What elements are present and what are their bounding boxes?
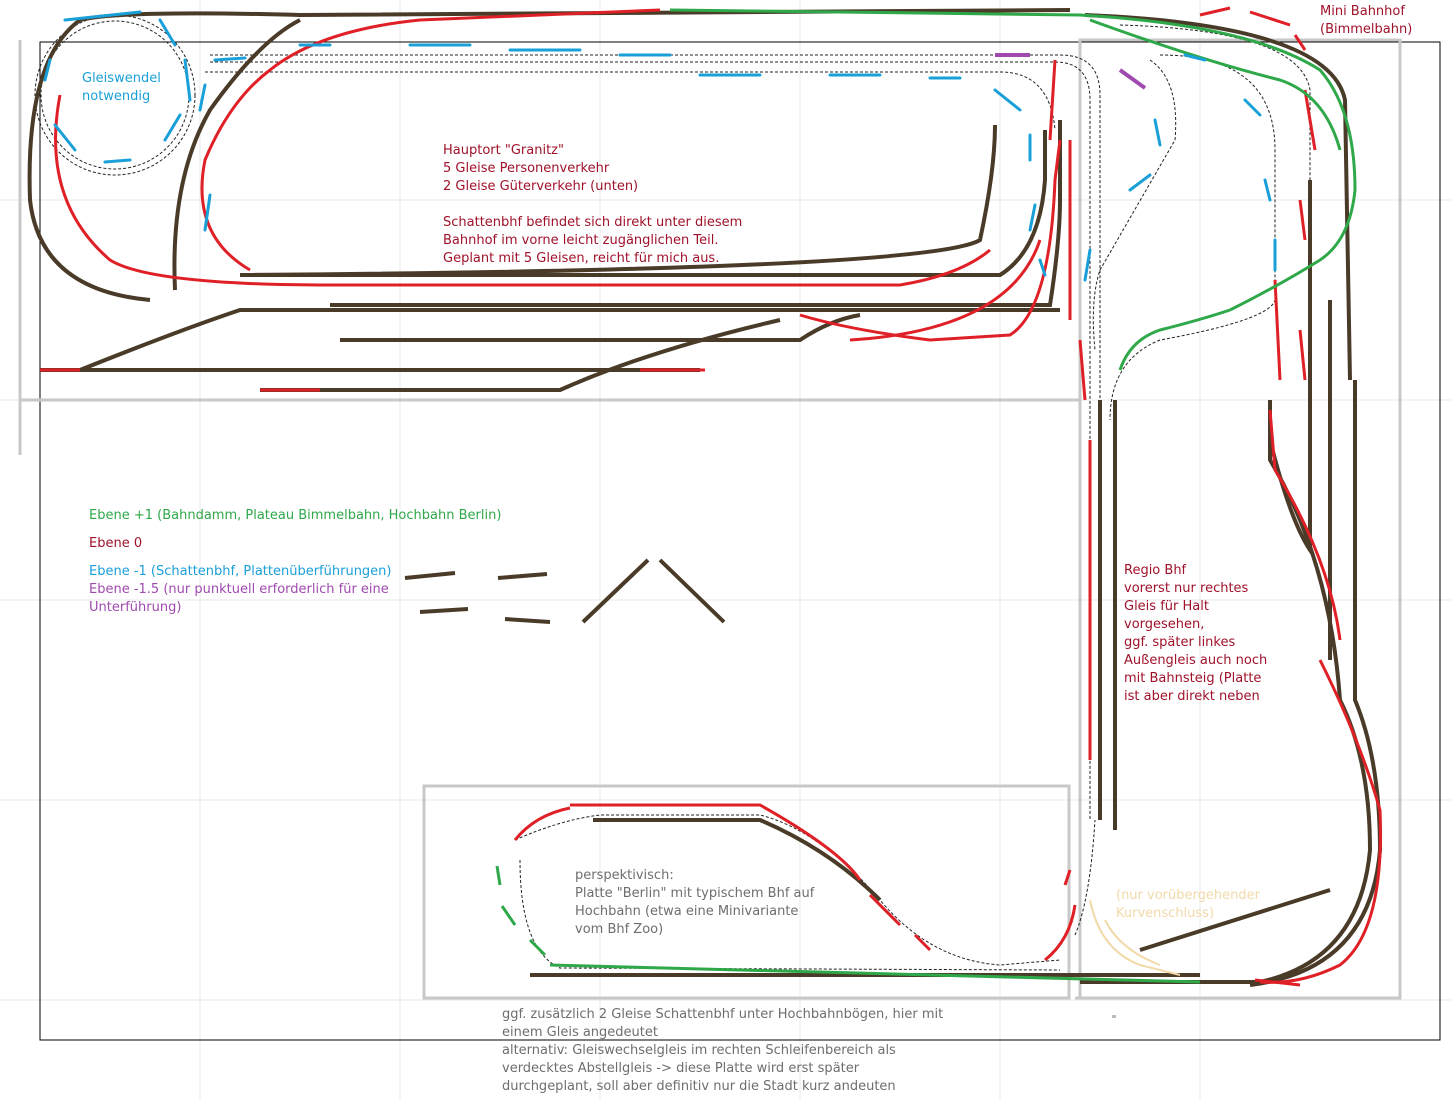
bottom-note-line-5: durchgeplant, soll aber definitiv nur di… <box>502 1079 896 1094</box>
gleiswendel-line-2: notwendig <box>82 89 151 104</box>
kurvenschluss-line-1: (nur vorübergehender <box>1116 888 1260 903</box>
gleiswendel-line-1: Gleiswendel <box>82 71 161 86</box>
bottom-note-line-4: verdecktes Abstellgleis -> diese Platte … <box>502 1061 860 1076</box>
hauptort-line-4 <box>443 196 742 214</box>
legend-ebene-minus15-line-2: Unterführung) <box>89 600 182 615</box>
small-marker <box>1112 1015 1116 1018</box>
tracks-ebene-minus1 <box>43 10 1277 282</box>
berlin-line-2: Platte "Berlin" mit typischem Bhf auf <box>575 886 815 901</box>
hauptort-label: Hauptort "Granitz" 5 Gleise Personenverk… <box>443 142 742 268</box>
bottom-note: ggf. zusätzlich 2 Gleise Schattenbhf unt… <box>502 1006 943 1096</box>
legend-ebene-minus1: Ebene -1 (Schattenbhf, Plattenüberführun… <box>89 564 392 579</box>
tracks-ebene-minus15 <box>995 53 1147 90</box>
temporary-curve <box>1089 899 1181 976</box>
hauptort-line-7: Geplant mit 5 Gleisen, reicht für mich a… <box>443 251 720 266</box>
bottom-note-line-3: alternativ: Gleiswechselgleis im rechten… <box>502 1043 896 1058</box>
hauptort-line-6: Bahnhof im vorne leicht zugänglichen Tei… <box>443 233 719 248</box>
regio-line-4: vorgesehen, <box>1124 617 1205 632</box>
berlin-line-1: perspektivisch: <box>575 868 674 883</box>
hauptort-line-1: Hauptort "Granitz" <box>443 143 564 158</box>
regio-line-3: Gleis für Halt <box>1124 599 1209 614</box>
bottom-note-line-2: einem Gleis angedeutet <box>502 1025 658 1040</box>
legend-ebene-plus1: Ebene +1 (Bahndamm, Plateau Bimmelbahn, … <box>89 508 502 523</box>
regio-line-6: Außengleis auch noch <box>1124 653 1268 668</box>
regio-line-5: ggf. später linkes <box>1124 635 1236 650</box>
kurvenschluss-line-2: Kurvenschluss) <box>1116 906 1215 921</box>
tracks-ebene-plus1 <box>495 8 1357 984</box>
gleiswendel-label: Gleiswendel notwendig <box>82 70 161 106</box>
legend-ebene-minus15-line-1: Ebene -1.5 (nur punktuell erforderlich f… <box>89 582 389 597</box>
regio-bhf-label: Regio Bhf vorerst nur rechtes Gleis für … <box>1124 562 1267 706</box>
kurvenschluss-label: (nur vorübergehender Kurvenschluss) <box>1116 887 1260 923</box>
berlin-line-3: Hochbahn (etwa eine Minivariante <box>575 904 799 919</box>
hauptort-line-5: Schattenbhf befindet sich direkt unter d… <box>443 215 743 230</box>
berlin-label: perspektivisch: Platte "Berlin" mit typi… <box>575 867 814 939</box>
tracks-ebene-0 <box>40 6 1382 987</box>
regio-line-2: vorerst nur rechtes <box>1124 581 1249 596</box>
hauptort-line-2: 5 Gleise Personenverkehr <box>443 161 610 176</box>
legend: Ebene +1 (Bahndamm, Plateau Bimmelbahn, … <box>89 507 501 617</box>
mini-bahnhof-label: Mini Bahnhof (Bimmelbahn) <box>1320 3 1412 39</box>
mini-bahnhof-line-1: Mini Bahnhof <box>1320 4 1405 19</box>
berlin-line-4: vom Bhf Zoo) <box>575 922 664 937</box>
regio-line-8: ist aber direkt neben <box>1124 689 1260 704</box>
legend-ebene-0: Ebene 0 <box>89 536 143 551</box>
mini-bahnhof-line-2: (Bimmelbahn) <box>1320 22 1413 37</box>
regio-line-7: mit Bahnsteig (Platte <box>1124 671 1262 686</box>
plate-outlines <box>18 38 1402 1000</box>
tracks <box>27 8 1383 987</box>
regio-line-1: Regio Bhf <box>1124 563 1187 578</box>
bottom-note-line-1: ggf. zusätzlich 2 Gleise Schattenbhf unt… <box>502 1007 944 1022</box>
hauptort-line-3: 2 Gleise Güterverkehr (unten) <box>443 179 639 194</box>
room-outline <box>39 41 1441 1041</box>
